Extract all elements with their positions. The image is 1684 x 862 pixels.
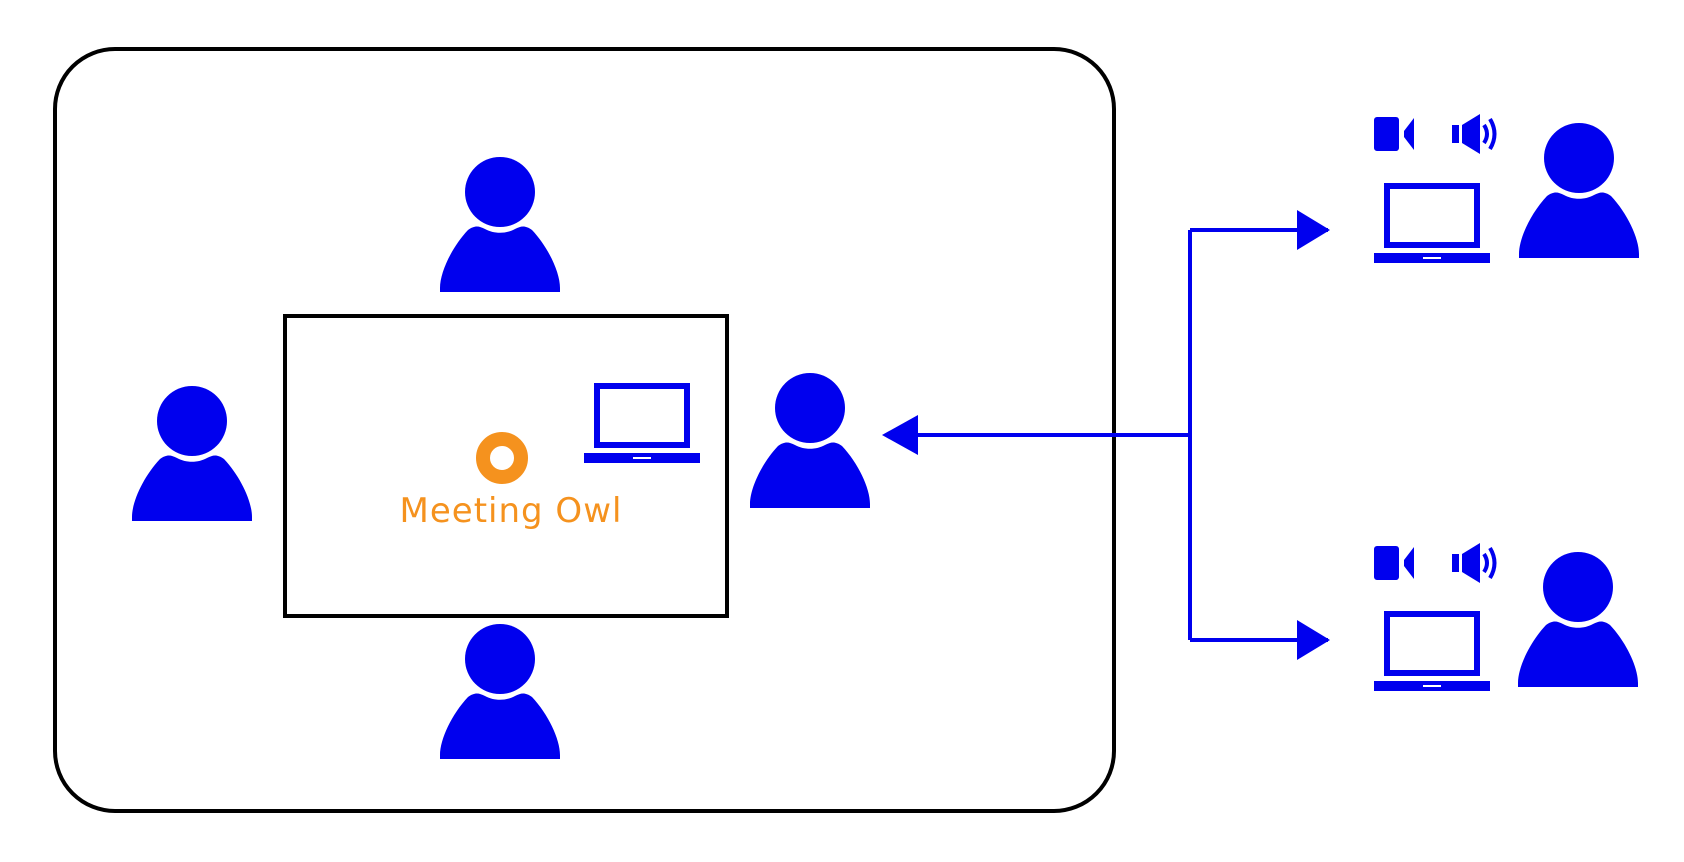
person-icon-bottom [440,624,560,759]
arrowhead-icon-remote-2 [1297,620,1330,660]
remote-participant-2 [1374,541,1638,691]
person-icon [1519,123,1639,258]
meeting-owl-label: Meeting Owl [400,491,623,531]
meeting-owl-icon [476,432,528,484]
connection-lines [917,228,1328,642]
arrowheads [882,210,1330,660]
video-camera-icon [1374,546,1414,580]
speaker-icon [1450,541,1497,585]
person-icon [1518,552,1638,687]
meeting-room-outline [53,47,1116,813]
video-camera-icon [1374,117,1414,151]
laptop-icon [1374,614,1490,691]
laptop-icon [1374,186,1490,263]
arrowhead-icon-room [882,415,918,455]
person-icon-right [750,373,870,508]
person-icon-top [440,157,560,292]
conference-table [283,314,729,618]
arrowhead-icon-remote-1 [1297,210,1330,250]
remote-participant-1 [1374,112,1639,263]
person-icon-left [132,386,252,521]
speaker-icon [1450,112,1497,156]
laptop-icon-room [584,386,700,463]
